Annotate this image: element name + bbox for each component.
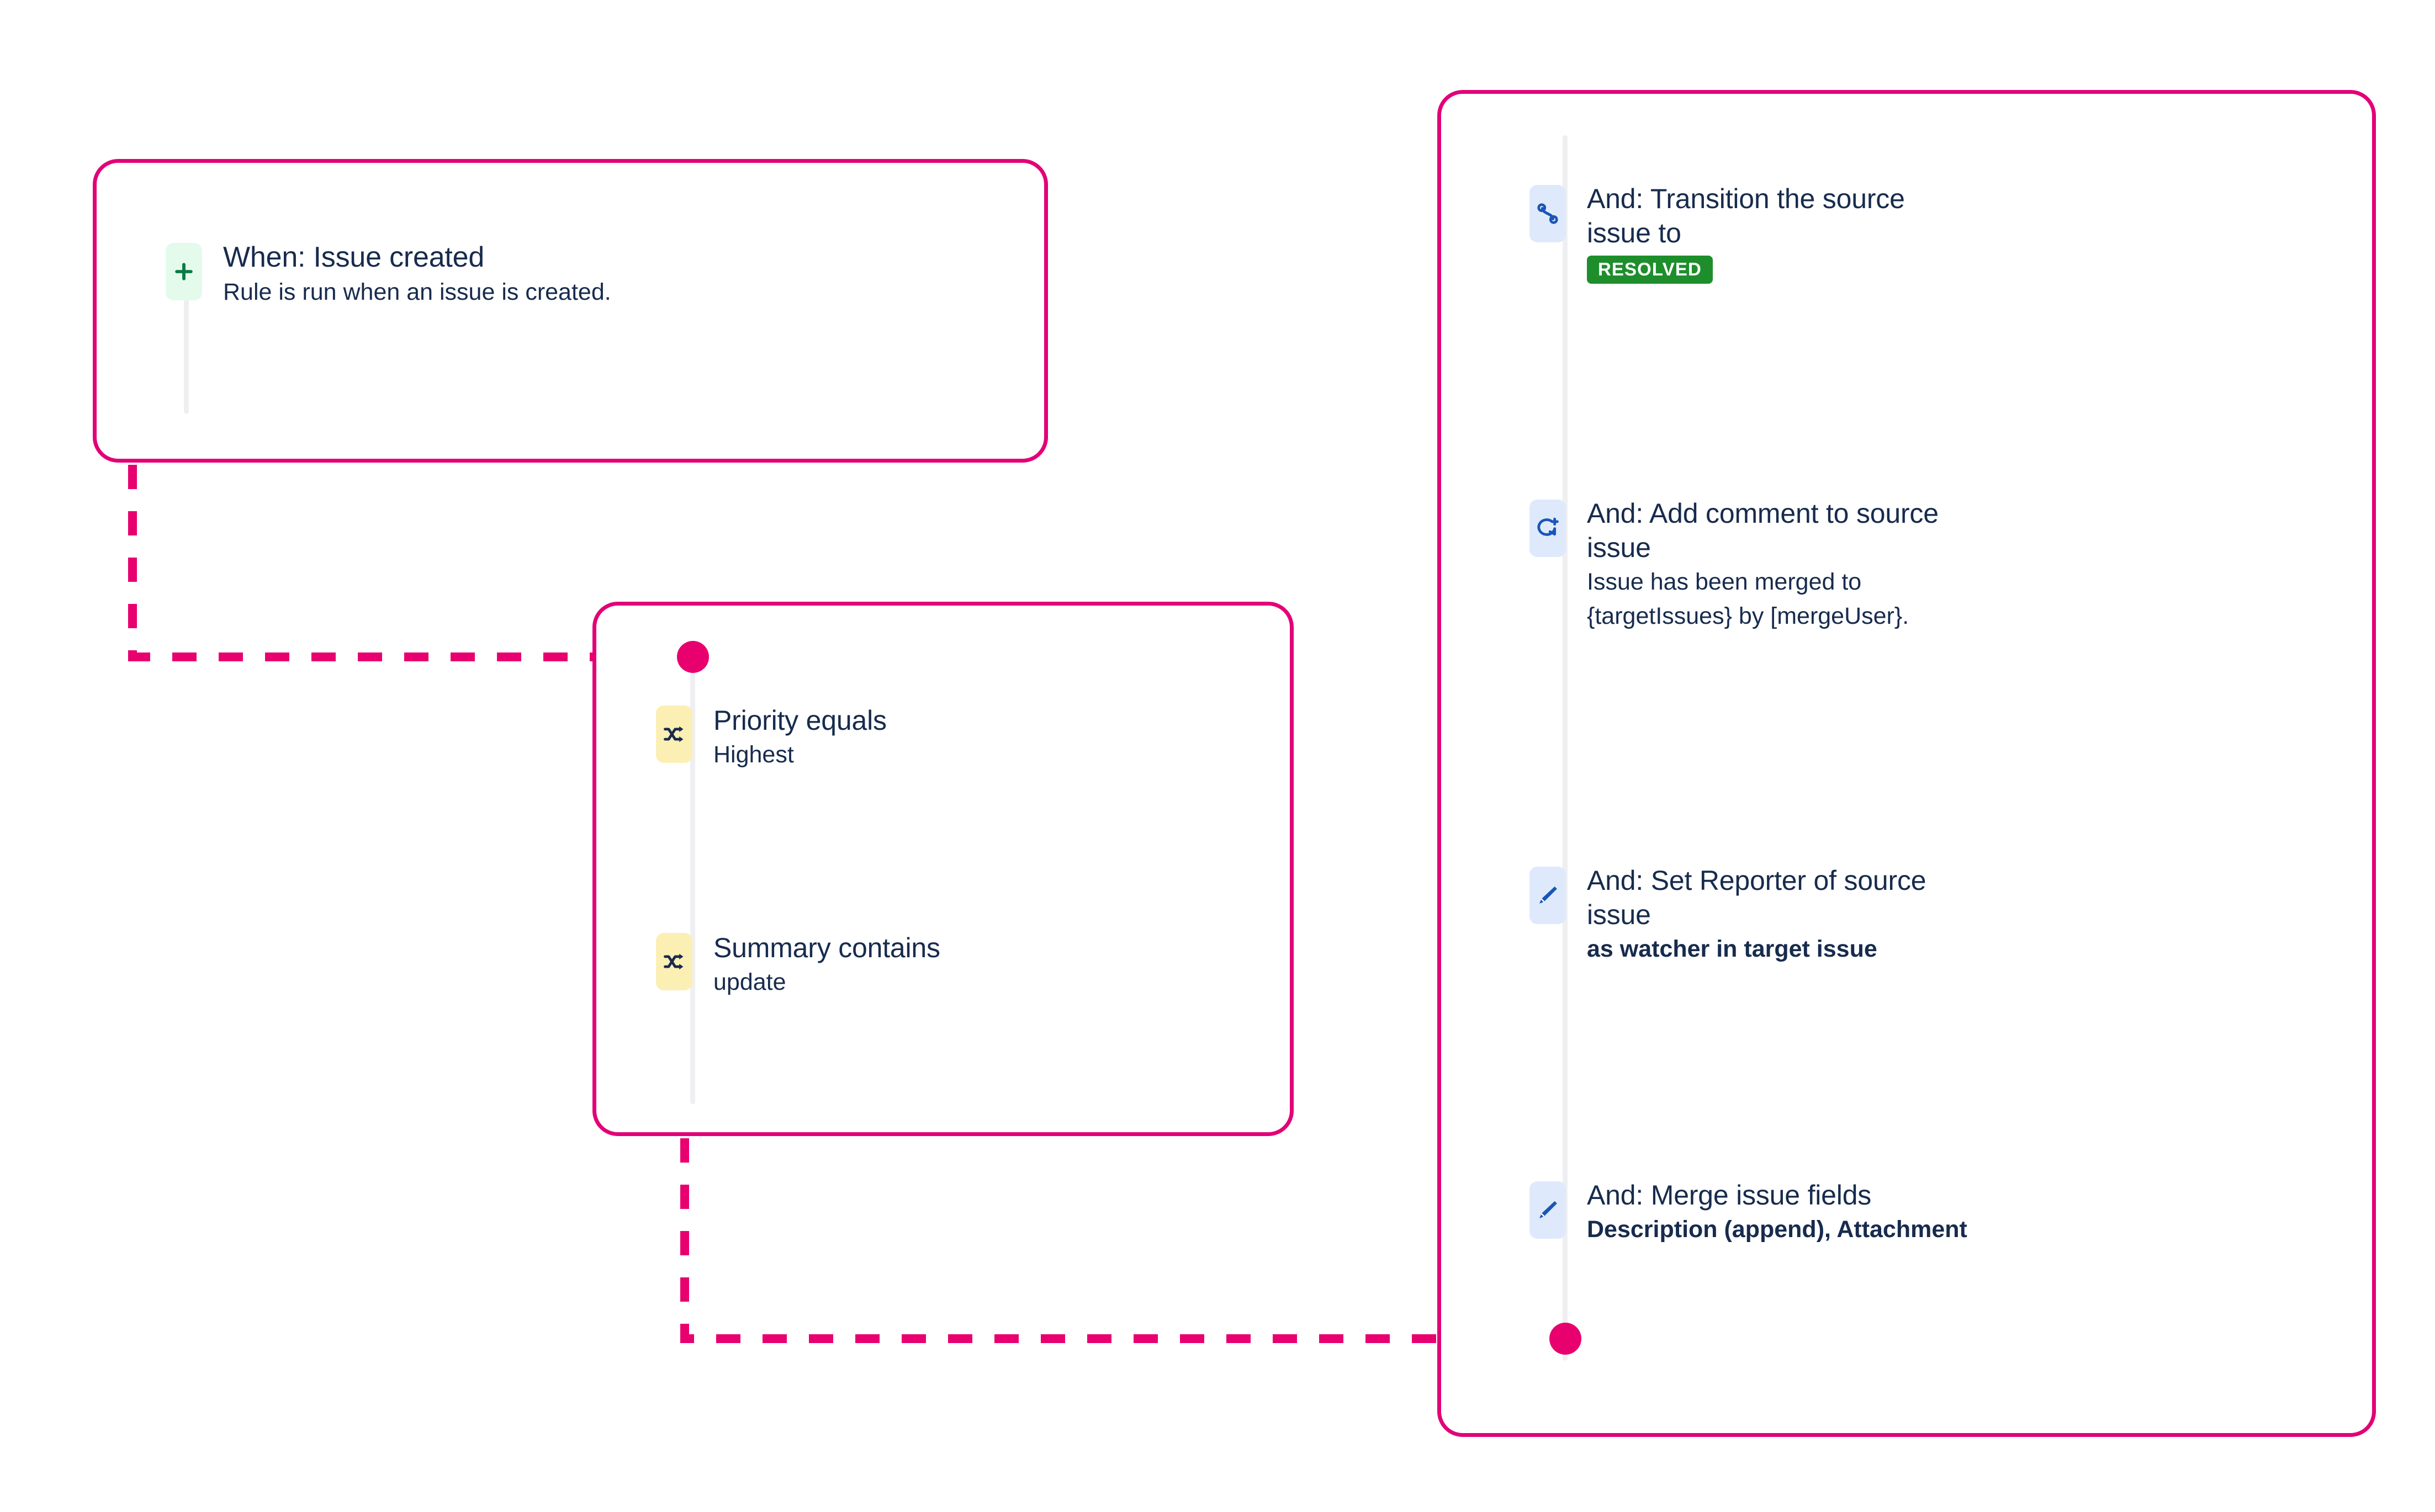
action-item-merge-fields[interactable]: And: Merge issue fields Description (app… xyxy=(1529,1180,2358,1246)
trigger-rail xyxy=(184,259,189,414)
shuffle-icon xyxy=(656,933,692,990)
action-detail: Issue has been merged to {targetIssues} … xyxy=(1587,569,1909,629)
status-badge: RESOLVED xyxy=(1587,256,1713,284)
condition-title: Summary contains xyxy=(713,932,940,963)
connector-trigger-to-conditions xyxy=(128,465,695,661)
action-item-transition[interactable]: And: Transition the source issue to RESO… xyxy=(1529,183,2330,284)
add-comment-icon xyxy=(1529,500,1566,557)
conditions-connector-dot xyxy=(677,641,709,673)
trigger-card[interactable] xyxy=(93,159,1048,463)
shuffle-icon xyxy=(656,705,692,763)
action-item-add-comment[interactable]: And: Add comment to source issue Issue h… xyxy=(1529,498,2330,633)
trigger-step[interactable]: When: Issue created Rule is run when an … xyxy=(166,241,994,309)
actions-card[interactable] xyxy=(1437,90,2376,1437)
actions-connector-dot xyxy=(1549,1323,1581,1355)
actions-rail xyxy=(1563,135,1568,1361)
connector-conditions-to-actions xyxy=(680,1138,1563,1343)
condition-item-priority[interactable]: Priority equals Highest xyxy=(656,705,1236,772)
plus-icon xyxy=(166,243,202,300)
condition-item-summary[interactable]: Summary contains update xyxy=(656,932,1236,999)
pencil-icon xyxy=(1529,867,1566,924)
condition-title: Priority equals xyxy=(713,705,887,736)
transition-icon xyxy=(1529,185,1566,242)
conditions-rail xyxy=(690,665,695,1104)
action-title: And: Merge issue fields xyxy=(1587,1180,1872,1211)
action-title: And: Set Reporter of source issue xyxy=(1587,865,1926,930)
pencil-icon xyxy=(1529,1181,1566,1239)
action-detail: as watcher in target issue xyxy=(1587,936,1877,962)
condition-value: update xyxy=(713,969,786,995)
action-title: And: Transition the source issue to xyxy=(1587,183,1905,248)
conditions-card[interactable] xyxy=(592,602,1294,1136)
trigger-description: Rule is run when an issue is created. xyxy=(223,279,611,305)
condition-value: Highest xyxy=(713,741,794,768)
trigger-title: When: Issue created xyxy=(223,241,485,273)
action-title: And: Add comment to source issue xyxy=(1587,498,1939,563)
action-detail: Description (append), Attachment xyxy=(1587,1216,1967,1243)
action-item-set-reporter[interactable]: And: Set Reporter of source issue as wat… xyxy=(1529,865,2330,966)
